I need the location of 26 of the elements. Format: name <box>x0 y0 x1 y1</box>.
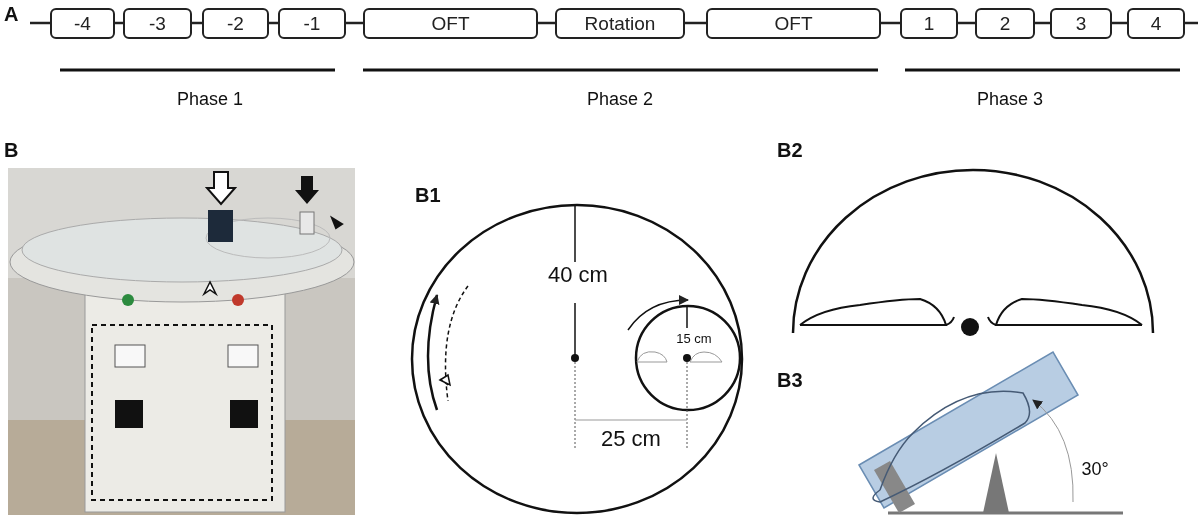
connector-line <box>30 21 50 25</box>
panel-letter: A <box>4 4 19 24</box>
phase-label: Phase 2 <box>586 90 654 108</box>
panel-letter: B1 <box>415 185 441 205</box>
phase-label: Phase 3 <box>976 90 1044 108</box>
connector-line <box>881 21 900 25</box>
timeline-box: -1 <box>278 8 346 39</box>
timeline-box: 2 <box>975 8 1035 39</box>
timeline-box: OFT <box>706 8 881 39</box>
dimension-label: 25 cm <box>601 428 661 450</box>
timeline-box: -4 <box>50 8 115 39</box>
timeline-box: -3 <box>123 8 192 39</box>
panel-letter: B2 <box>777 140 803 160</box>
phase-label: Phase 1 <box>176 90 244 108</box>
timeline-box: 3 <box>1050 8 1112 39</box>
panel-letter: B3 <box>777 370 803 390</box>
timeline-box: 4 <box>1127 8 1185 39</box>
panel-letter: B <box>4 140 19 160</box>
timeline-box: OFT <box>363 8 538 39</box>
dimension-label: 15 cm <box>676 332 712 345</box>
connector-line <box>685 21 706 25</box>
dimension-label: 40 cm <box>548 264 608 286</box>
timeline-box: -2 <box>202 8 269 39</box>
angle-label: 30° <box>1081 460 1109 478</box>
timeline-box: Rotation <box>555 8 685 39</box>
timeline-box: 1 <box>900 8 958 39</box>
